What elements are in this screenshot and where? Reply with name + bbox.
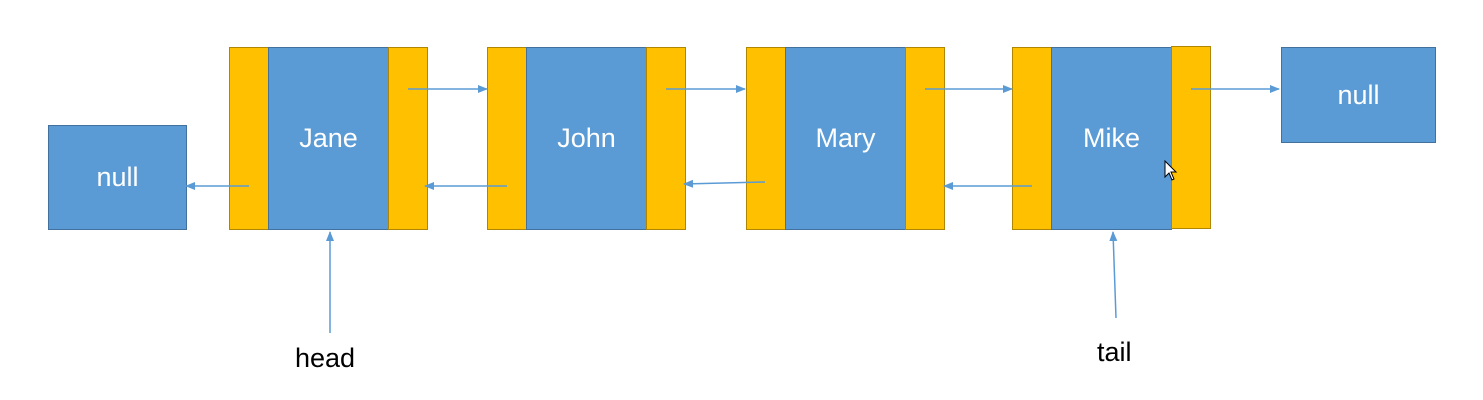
node-mary-data: Mary	[785, 47, 906, 230]
node-mary-next-pointer	[905, 47, 945, 230]
null-prev-label: null	[96, 162, 139, 192]
node-jane-data: Jane	[268, 47, 389, 230]
node-mike-prev-pointer	[1012, 47, 1052, 230]
tail-label: tail	[1097, 337, 1132, 367]
node-jane-next-pointer	[388, 47, 428, 230]
node-mike-label: Mike	[1082, 123, 1140, 153]
null-prev-box: null	[48, 125, 187, 230]
node-john-label: John	[557, 123, 616, 153]
node-mike-data: Mike	[1051, 47, 1172, 230]
node-mike-next-pointer	[1171, 46, 1211, 229]
node-jane-prev-pointer	[229, 47, 269, 230]
node-mary-prev-pointer	[746, 47, 786, 230]
arrow-tail	[1109, 231, 1118, 319]
head-label: head	[295, 343, 356, 373]
mouse-cursor-icon	[1164, 160, 1178, 181]
node-john-prev-pointer	[487, 47, 527, 230]
node-john-next-pointer	[646, 47, 686, 230]
null-next-box: null	[1281, 47, 1436, 143]
null-next-label: null	[1337, 79, 1380, 110]
node-mary-label: Mary	[815, 123, 876, 153]
node-jane-label: Jane	[299, 123, 358, 153]
node-john-data: John	[526, 47, 647, 230]
